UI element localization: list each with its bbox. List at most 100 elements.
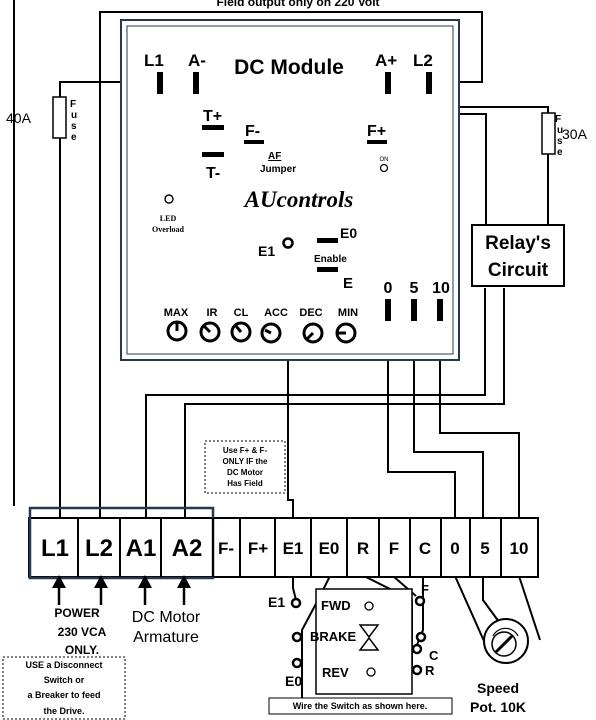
e-terminal-bar <box>317 267 338 272</box>
switch-lever-icon <box>358 624 380 651</box>
speed-term-0-label: 0 <box>384 280 393 297</box>
switch-brake-label: BRAKE <box>310 629 357 644</box>
strip-term-0: 0 <box>450 539 459 558</box>
e1-label: E1 <box>258 243 275 259</box>
led-label: LED <box>160 214 177 223</box>
terminal-a-plus-bar <box>385 72 391 94</box>
wire-sw-e1 <box>292 576 297 601</box>
speed-pot-line-2: Pot. 10K <box>470 699 526 715</box>
field-note-line-3: DC Motor <box>227 468 263 477</box>
relay-line-1: Relay's <box>485 233 551 254</box>
switch-note-box <box>268 697 453 715</box>
disconnect-line-4: the Drive. <box>43 706 84 716</box>
disconnect-box <box>2 656 126 720</box>
pot-max-knob[interactable] <box>166 320 188 342</box>
pot-min-knob[interactable] <box>335 322 357 344</box>
module-title: DC Module <box>234 56 344 79</box>
pin-e1-top-label: E1 <box>268 594 285 610</box>
fuse-left: F u s e 40A <box>6 96 77 143</box>
fuse-right-letter-f: F <box>555 114 561 125</box>
terminal-a-minus-label: A- <box>188 51 206 70</box>
wire-pot-0 <box>454 575 489 651</box>
af-label: AF <box>268 151 281 162</box>
pin-c-label: C <box>429 648 439 663</box>
direction-switch: FWD BRAKE REV E1 E0 E1 F C R Wire the Sw… <box>268 582 453 715</box>
pin-brake-left-icon <box>291 631 303 643</box>
speed-term-0-bar <box>385 299 391 321</box>
terminal-l1-bar <box>157 72 163 94</box>
strip-term-5: 5 <box>480 539 489 558</box>
module-inner-frame <box>126 25 454 355</box>
strip-term-10: 10 <box>510 539 529 558</box>
pot-label-min: MIN <box>338 307 358 319</box>
switch-rev-indicator-icon <box>366 667 376 677</box>
fuse-right-letter-u: u <box>557 125 563 136</box>
enable-label: Enable <box>314 254 347 265</box>
field-note-line-1: Use F+ & F- <box>223 446 268 455</box>
on-label: ON <box>380 157 389 163</box>
feed-arrows <box>52 575 191 605</box>
terminal-t-plus-bar <box>202 125 224 130</box>
e1-terminal-icon <box>282 237 294 249</box>
speed-term-5-label: 5 <box>410 280 419 297</box>
top-label: Field output only on 220 Volt <box>216 0 379 9</box>
fuse-left-letter-u: u <box>71 110 77 121</box>
fuse-left-letter-e: e <box>71 132 77 143</box>
switch-body[interactable] <box>315 588 413 695</box>
strip-term-e1: E1 <box>283 539 304 558</box>
switch-fwd-indicator-icon <box>364 601 374 611</box>
pot-dec-knob[interactable] <box>302 322 324 344</box>
speed-term-5-bar <box>411 299 417 321</box>
terminal-l2-bar <box>426 72 432 94</box>
pot-acc-knob[interactable] <box>260 322 282 344</box>
brand-logo: AUcontrols <box>243 187 354 212</box>
terminal-strip: L1 L2 A1 A2 F- F+ E1 E0 R F C 0 5 10 <box>28 506 539 580</box>
fuse-left-rating: 40A <box>6 110 32 126</box>
disconnect-line-3: a Breaker to feed <box>27 690 100 700</box>
e0-terminal-bar <box>317 238 338 243</box>
field-note-box <box>204 440 286 494</box>
pot-row: MAX IR CL ACC DEC MIN <box>164 307 358 344</box>
pot-label-dec: DEC <box>299 307 322 319</box>
overload-led-icon <box>164 194 174 204</box>
strip-term-f-minus: F- <box>218 539 234 558</box>
arrow-up-icon <box>138 575 152 605</box>
wire-speed-10 <box>439 320 520 518</box>
fuse-left-letter-f: F <box>70 99 76 110</box>
relay-circuit: Relay's Circuit <box>471 224 565 287</box>
pin-c-icon <box>411 643 423 655</box>
wire-e1 <box>287 245 294 518</box>
field-note: Use F+ & F- ONLY IF the DC Motor Has Fie… <box>204 440 286 494</box>
switch-pins <box>290 595 427 710</box>
terminal-l1-label: L1 <box>144 51 164 70</box>
fuse-right-letter-s: s <box>557 136 563 147</box>
e-label: E <box>343 275 353 292</box>
terminal-a-plus-label: A+ <box>375 51 397 70</box>
pin-r-icon <box>411 664 423 676</box>
pot-ir-knob[interactable] <box>199 321 221 343</box>
speed-pot[interactable]: Speed Pot. 10K <box>470 618 529 715</box>
terminal-f-minus-label: F- <box>245 123 260 140</box>
wire-speed-0 <box>387 320 456 518</box>
pin-f-icon <box>414 595 426 607</box>
fuse-right-letter-e: e <box>557 147 563 158</box>
strip-term-c: C <box>419 539 431 558</box>
speed-pot-arc-icon <box>492 627 519 637</box>
power-line-1: POWER <box>54 606 100 620</box>
speed-term-10-label: 10 <box>432 280 450 297</box>
relay-box <box>471 224 565 287</box>
pin-e0-icon <box>291 657 303 669</box>
field-note-line-2: ONLY IF the <box>223 457 268 466</box>
pin-e0-label: E0 <box>285 673 302 689</box>
switch-fwd-label: FWD <box>321 598 351 613</box>
pot-cl-knob[interactable] <box>230 321 252 343</box>
wire-l2-loop <box>99 11 101 518</box>
strip-term-a1: A1 <box>126 535 157 562</box>
strip-term-e0: E0 <box>319 539 340 558</box>
fuse-left-letter-s: s <box>71 121 77 132</box>
overload-label: Overload <box>152 225 185 234</box>
speed-term-10-bar <box>437 299 443 321</box>
terminal-f-plus-label: F+ <box>367 123 386 140</box>
speed-pot-line-1: Speed <box>477 680 519 696</box>
pin-brake-right-icon <box>415 631 427 643</box>
